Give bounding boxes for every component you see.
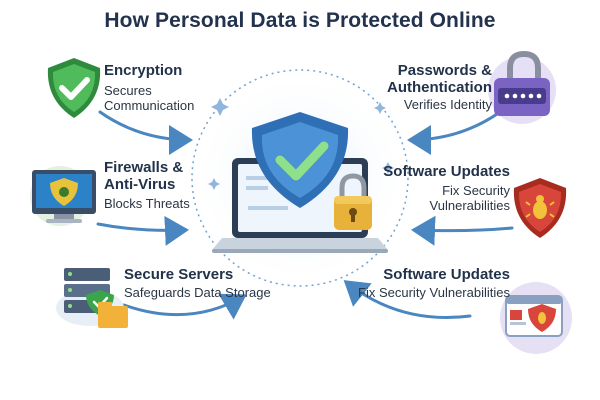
label-encryption: Encryption Secures Communication — [104, 62, 214, 114]
arrow-updates-1 — [411, 215, 514, 246]
dotted-ring — [191, 69, 409, 287]
firewalls-sub: Blocks Threats — [104, 195, 190, 211]
encryption-sub: Secures Communication — [104, 83, 195, 114]
padlock-password-icon — [488, 50, 556, 124]
shield-check-icon — [47, 58, 101, 118]
connector-arrows — [96, 110, 514, 320]
updates-2-heading: Software Updates — [383, 266, 510, 283]
sparkles — [208, 98, 394, 190]
passwords-sub: Verifies Identity — [403, 96, 492, 112]
arrow-updates-2 — [343, 280, 472, 320]
page-title: How Personal Data is Protected Online — [104, 9, 496, 32]
label-updates-1: Software Updates Fix Security Vulnerabil… — [374, 163, 510, 214]
firewalls-heading: Firewalls & Anti-Virus — [104, 159, 184, 194]
servers-heading: Secure Servers — [124, 266, 234, 283]
arrow-encryption — [98, 110, 193, 155]
updates-2-sub: Fix Security Vulnerabilities — [358, 285, 510, 301]
label-firewalls: Firewalls & Anti-Virus Blocks Threats — [104, 159, 214, 211]
updates-1-heading: Software Updates — [383, 163, 510, 180]
arrow-passwords — [407, 110, 502, 155]
passwords-heading: Passwords & Authentication — [387, 62, 492, 97]
arrow-servers — [122, 293, 247, 320]
browser-bug-shield-icon — [500, 282, 572, 354]
label-passwords: Passwords & Authentication Verifies Iden… — [370, 62, 492, 112]
label-updates-2: Software Updates Fix Security Vulnerabil… — [330, 266, 510, 301]
server-stack-icon — [56, 268, 128, 328]
encryption-heading: Encryption — [104, 62, 183, 79]
monitor-bug-shield-icon — [30, 166, 96, 226]
updates-1-sub: Fix Security Vulnerabilities — [429, 183, 510, 214]
laptop-shield-lock-icon — [212, 112, 388, 253]
arrow-firewalls — [96, 215, 189, 246]
label-servers: Secure Servers Safeguards Data Storage — [124, 266, 274, 301]
servers-sub: Safeguards Data Storage — [124, 285, 271, 301]
bug-shield-icon — [513, 178, 567, 238]
